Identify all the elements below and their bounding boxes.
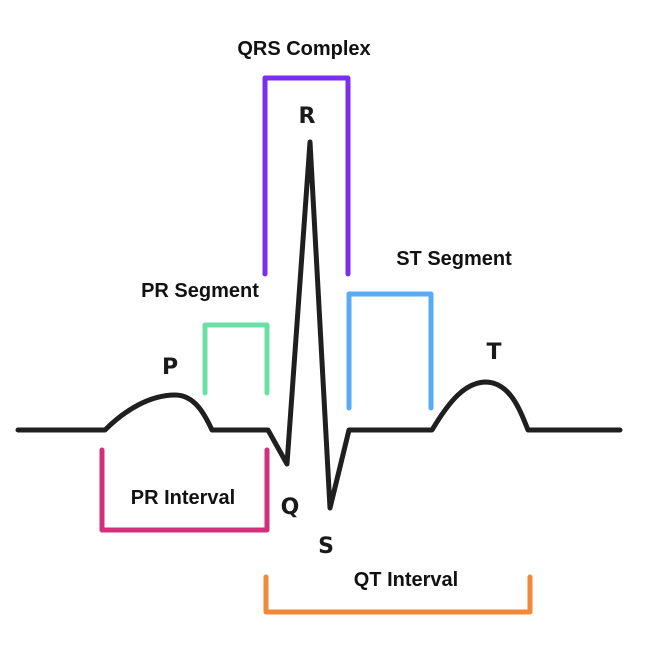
p-wave-label: P [162,355,178,380]
pr-segment-bracket [202,322,270,396]
pr-interval-label: PR Interval [131,487,235,509]
r-wave-label: R [299,104,316,129]
ecg-trace [15,139,623,511]
st-segment-bracket [346,291,434,411]
st-segment-label: ST Segment [396,248,512,270]
pr-segment-label: PR Segment [141,280,259,302]
qt-interval-label: QT Interval [354,569,458,591]
qrs-complex-bracket [262,75,351,277]
pr-interval-bracket [99,447,270,533]
qrs-complex-label: QRS Complex [237,38,370,60]
s-wave-label: S [318,534,334,559]
q-wave-label: Q [281,495,300,520]
qt-interval-bracket [263,574,533,615]
t-wave-label: T [486,340,501,365]
